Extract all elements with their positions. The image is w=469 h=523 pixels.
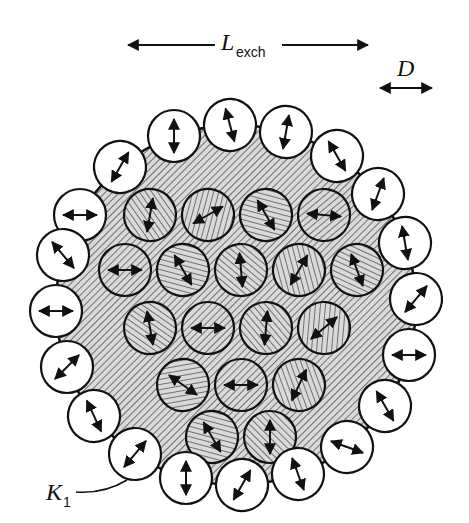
grain-size-symbol: D: [397, 56, 414, 80]
anisotropy-subscript: 1: [63, 495, 71, 509]
grain-size-arrow: [380, 87, 432, 89]
length-subscript: exch: [236, 45, 266, 59]
rim-grains: [26, 93, 452, 520]
exchange-volume: [56, 125, 416, 485]
length-arrow: [128, 44, 215, 46]
leader-line: [76, 480, 127, 492]
anisotropy-symbol: K: [46, 480, 62, 504]
length-symbol: L: [221, 30, 234, 54]
length-arrow: [282, 44, 368, 46]
